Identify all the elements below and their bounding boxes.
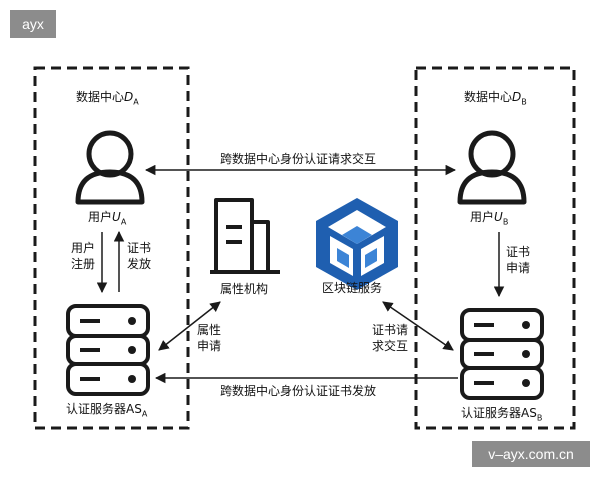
cert-exchange-label: 证书请求交互 — [371, 323, 408, 353]
right-datacenter-box — [414, 66, 576, 430]
left-datacenter-title: 数据中心DA — [76, 90, 139, 107]
top-edge-label: 跨数据中心身份认证请求交互 — [220, 152, 377, 166]
attr-org-building-icon — [210, 198, 280, 274]
left-issue-label: 证书发放 — [126, 241, 151, 271]
right-server-label: 认证服务器ASB — [461, 406, 543, 423]
left-user-label: 用户UA — [88, 210, 127, 227]
left-server-icon — [66, 304, 150, 396]
attr-org-label: 属性机构 — [220, 282, 269, 296]
blockchain-icon — [316, 198, 398, 290]
bottom-edge-label: 跨数据中心身份认证证书发放 — [220, 384, 377, 398]
cert-request-arrow — [382, 301, 454, 351]
right-datacenter-title: 数据中心DB — [464, 90, 527, 107]
left-register-label: 用户注册 — [70, 241, 95, 271]
right-server-icon — [460, 308, 544, 400]
blockchain-label: 区块链服务 — [322, 281, 383, 295]
watermark-top-left: ayx — [10, 10, 56, 38]
right-cert-request-label: 证书申请 — [505, 245, 530, 275]
watermark-bottom-right: v–ayx.com.cn — [472, 441, 590, 467]
attr-request-arrow — [158, 301, 221, 351]
right-user-label: 用户UB — [470, 210, 509, 227]
left-user-icon — [75, 130, 145, 205]
right-user-icon — [457, 130, 527, 205]
left-server-label: 认证服务器ASA — [66, 402, 148, 419]
attr-request-label: 属性申请 — [196, 323, 221, 353]
